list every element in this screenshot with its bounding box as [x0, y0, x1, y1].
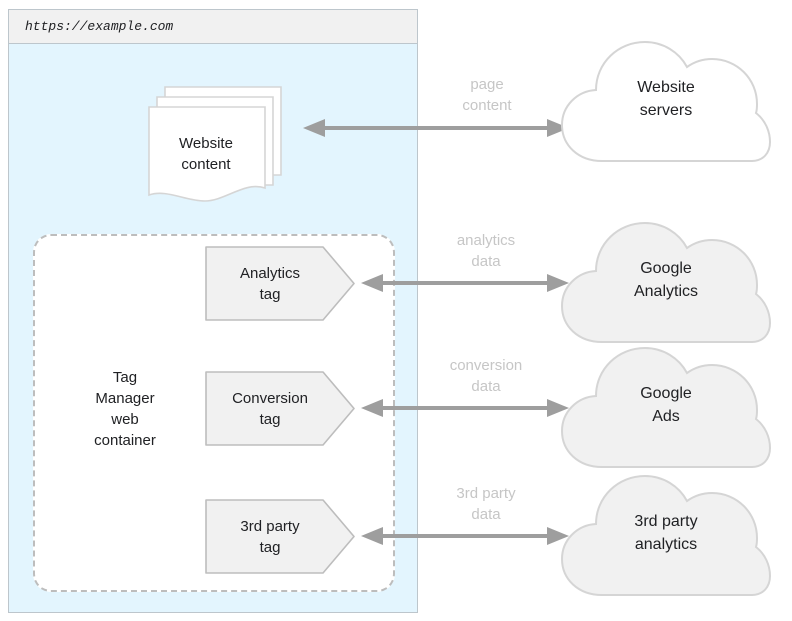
google-ads-cloud-label: Google Ads: [556, 341, 776, 475]
website-servers-cloud-label: Website servers: [556, 35, 776, 169]
page-content-label-line1: page: [470, 76, 504, 93]
third-party-analytics-line2: analytics: [634, 536, 698, 553]
conversion-data-label-line2: data: [471, 378, 501, 395]
conversion-data-arrow-label: conversion data: [406, 355, 566, 397]
container-label-line4: container: [94, 432, 156, 449]
website-content-label: Website content: [147, 133, 265, 175]
third-party-data-label-line2: data: [471, 506, 501, 523]
third-party-data-arrow: [361, 525, 569, 547]
conversion-tag-line1: Conversion: [232, 389, 308, 407]
third-party-analytics-cloud-label: 3rd party analytics: [556, 469, 776, 603]
third-party-analytics-line1: 3rd party: [634, 513, 698, 530]
third-party-data-arrow-label: 3rd party data: [406, 483, 566, 525]
conversion-data-label-line1: conversion: [449, 357, 523, 374]
google-ads-cloud[interactable]: Google Ads: [556, 341, 776, 475]
google-analytics-line1: Google: [640, 260, 692, 277]
conversion-data-arrow: [361, 397, 569, 419]
third-party-tag-label: 3rd party tag: [205, 499, 335, 574]
container-label-line2: Manager: [95, 390, 155, 407]
page-content-arrow: [303, 117, 569, 139]
website-content-line2: content: [181, 156, 231, 173]
website-content-documents: Website content: [147, 83, 285, 208]
website-content-line1: Website: [179, 135, 233, 152]
conversion-tag-line2: tag: [259, 410, 281, 428]
third-party-tag-line1: 3rd party: [240, 517, 300, 535]
analytics-tag-label: Analytics tag: [205, 246, 335, 321]
third-party-tag-line2: tag: [259, 538, 281, 556]
conversion-tag-shape[interactable]: Conversion tag: [205, 371, 355, 446]
page-content-arrow-label: page content: [407, 74, 567, 116]
website-servers-cloud[interactable]: Website servers: [556, 35, 776, 169]
analytics-data-arrow: [361, 272, 569, 294]
website-servers-line2: servers: [639, 102, 693, 119]
website-servers-line1: Website: [637, 79, 695, 96]
container-label-line3: web: [111, 411, 139, 428]
third-party-data-label-line1: 3rd party: [456, 485, 516, 502]
analytics-tag-line2: tag: [259, 285, 281, 303]
page-content-label-line2: content: [462, 97, 512, 114]
google-ads-line2: Ads: [652, 408, 680, 425]
google-ads-line1: Google: [640, 385, 692, 402]
tag-manager-container-label: Tag Manager web container: [65, 367, 185, 451]
google-analytics-cloud-label: Google Analytics: [556, 216, 776, 350]
analytics-tag-line1: Analytics: [239, 264, 301, 282]
container-label-line1: Tag: [112, 369, 138, 386]
url-text: https://example.com: [25, 19, 174, 34]
browser-url-bar[interactable]: https://example.com: [9, 10, 417, 44]
third-party-tag-shape[interactable]: 3rd party tag: [205, 499, 355, 574]
conversion-tag-label: Conversion tag: [205, 371, 335, 446]
google-analytics-line2: Analytics: [633, 283, 699, 300]
analytics-data-label-line1: analytics: [456, 232, 516, 249]
third-party-analytics-cloud[interactable]: 3rd party analytics: [556, 469, 776, 603]
analytics-data-label-line2: data: [471, 253, 501, 270]
analytics-tag-shape[interactable]: Analytics tag: [205, 246, 355, 321]
google-analytics-cloud[interactable]: Google Analytics: [556, 216, 776, 350]
analytics-data-arrow-label: analytics data: [406, 230, 566, 272]
